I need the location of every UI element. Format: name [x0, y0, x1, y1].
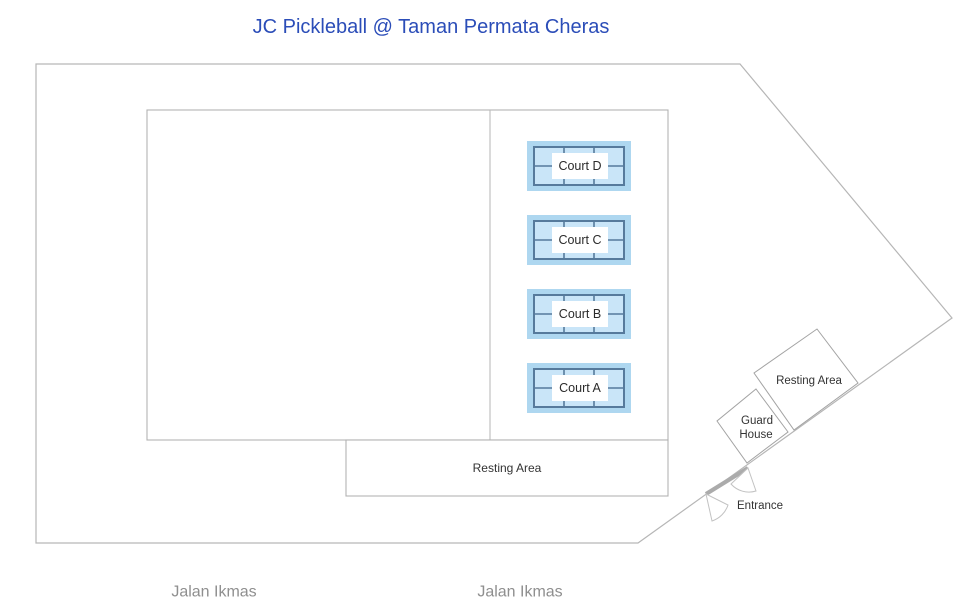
resting-area-side: Resting Area — [753, 328, 859, 431]
resting-area-bottom-label: Resting Area — [473, 461, 542, 475]
guard-house: Guard House — [716, 388, 789, 464]
resting-area-bottom-rect — [345, 439, 669, 497]
entrance-label: Entrance — [737, 500, 783, 512]
guard-house-label-line1: Guard — [741, 415, 773, 427]
court-c-label: Court C — [558, 233, 601, 247]
door-swing-icon — [730, 467, 757, 493]
court-b: Court B — [527, 289, 631, 339]
site-boundary — [35, 63, 953, 544]
court-a-label-box — [552, 375, 608, 401]
door-swing-icon — [705, 493, 729, 522]
resting-area-side-label: Resting Area — [776, 375, 842, 387]
entrance: Entrance — [704, 466, 783, 522]
resting-area-bottom: Resting Area — [345, 439, 669, 497]
court-c-label-box — [552, 227, 608, 253]
street-label-right: Jalan Ikmas — [477, 584, 562, 601]
resting-area-side-rect — [753, 328, 859, 431]
street-label-left: Jalan Ikmas — [171, 584, 256, 601]
court-b-label-box — [552, 301, 608, 327]
court-d: Court D — [527, 141, 631, 191]
entrance-gate — [704, 466, 750, 496]
court-c: Court C — [527, 215, 631, 265]
court-d-label: Court D — [558, 159, 601, 173]
court-b-label: Court B — [559, 307, 601, 321]
court-a: Court A — [527, 363, 631, 413]
court-d-label-box — [552, 153, 608, 179]
page-title: JC Pickleball @ Taman Permata Cheras — [253, 16, 610, 38]
guard-house-label-line2: House — [739, 429, 772, 441]
guard-house-rect — [716, 388, 789, 464]
court-a-label: Court A — [559, 381, 601, 395]
